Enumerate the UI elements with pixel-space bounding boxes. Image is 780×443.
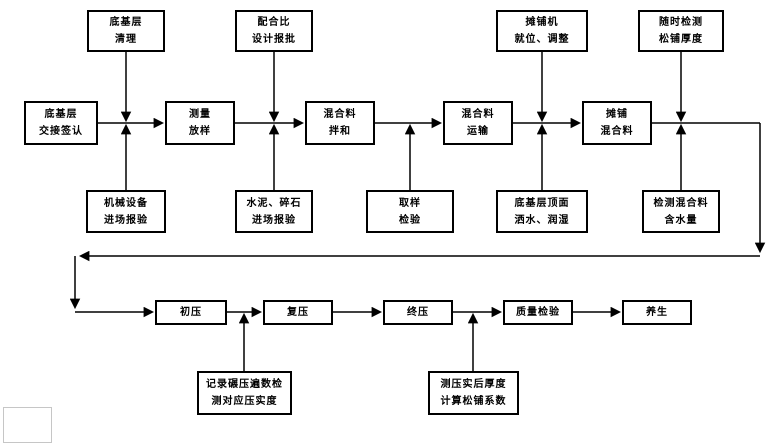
flow-node-survey-layout: 测量放样 [165, 101, 235, 145]
flow-node-quality-check: 质量检验 [503, 300, 573, 325]
flow-node-mixture-paving: 摊铺混合料 [582, 101, 652, 145]
flow-node-mixture-transport: 混合料运输 [443, 101, 513, 145]
flow-node-label: 就位、调整 [514, 34, 570, 45]
flow-node-final-rolling: 终压 [383, 300, 453, 325]
flow-node-label: 含水量 [664, 214, 698, 226]
flow-node-label: 交接签认 [39, 126, 83, 137]
flow-node-label: 检测混合料 [653, 197, 709, 209]
flow-node-label: 测量 [189, 109, 211, 120]
flow-node-label: 复压 [287, 307, 309, 318]
flow-node-mixture-mixing: 混合料拌和 [305, 101, 375, 145]
flow-node-label: 记录碾压遍数检 [206, 379, 283, 390]
flow-node-label: 拌和 [329, 126, 351, 137]
flow-node-label: 底基层顶面 [514, 197, 570, 209]
flow-node-thickness-measure: 测压实后厚度计算松铺系数 [428, 371, 519, 415]
flow-node-subbase-cleaning: 底基层清理 [87, 10, 165, 52]
flow-node-label: 清理 [115, 34, 137, 45]
flow-node-curing: 养生 [622, 300, 692, 325]
flow-node-label: 进场报验 [104, 214, 148, 226]
flow-node-second-rolling: 复压 [263, 300, 333, 325]
flow-node-label: 测对应压实度 [211, 396, 278, 407]
flow-node-subbase-handover: 底基层交接签认 [24, 101, 98, 145]
flow-node-label: 检验 [399, 214, 421, 226]
flow-node-label: 进场报验 [252, 214, 296, 226]
flow-node-label: 混合料 [461, 109, 495, 120]
flow-node-label: 取样 [399, 197, 421, 209]
flow-node-rolling-record: 记录碾压遍数检测对应压实度 [197, 371, 292, 415]
flow-node-label: 运输 [467, 126, 489, 137]
flow-node-label: 松铺厚度 [659, 34, 703, 45]
flow-node-paver-positioning: 摊铺机就位、调整 [496, 10, 588, 52]
flow-node-initial-rolling: 初压 [155, 300, 227, 325]
flow-node-sampling-test: 取样检验 [366, 190, 454, 233]
flow-node-surface-wetting: 底基层顶面洒水、润湿 [496, 190, 588, 233]
flow-node-label: 初压 [180, 307, 202, 318]
flow-node-label: 随时检测 [659, 17, 703, 28]
flow-node-label: 摊铺机 [525, 17, 559, 28]
flow-node-moisture-check: 检测混合料含水量 [642, 190, 720, 233]
flow-node-label: 摊铺 [606, 109, 628, 120]
flow-node-label: 底基层 [44, 109, 78, 120]
flow-node-label: 水泥、碎石 [246, 197, 302, 209]
flow-node-label: 质量检验 [516, 307, 560, 318]
connector-layer [69, 52, 766, 371]
flow-node-label: 混合料 [600, 126, 634, 137]
flow-node-label: 养生 [646, 307, 668, 318]
flow-node-equipment-inspection: 机械设备进场报验 [86, 190, 166, 233]
flow-node-mix-ratio-approval: 配合比设计报批 [235, 10, 313, 52]
flow-node-label: 底基层 [109, 17, 143, 28]
flow-node-label: 终压 [407, 307, 429, 318]
flow-node-label: 计算松铺系数 [440, 396, 507, 407]
flow-node-loose-thickness-check: 随时检测松铺厚度 [638, 10, 724, 52]
flow-node-label: 混合料 [323, 109, 357, 120]
flow-node-label: 配合比 [257, 17, 291, 28]
flow-node-material-inspection: 水泥、碎石进场报验 [235, 190, 313, 233]
flow-node-label: 洒水、润湿 [514, 214, 570, 226]
flowchart-canvas: 底基层清理配合比设计报批摊铺机就位、调整随时检测松铺厚度底基层交接签认测量放样混… [3, 10, 766, 443]
flow-node-label: 设计报批 [252, 34, 296, 45]
flow-node-label: 测压实后厚度 [440, 379, 507, 390]
flow-node-label: 机械设备 [104, 197, 148, 209]
flow-node-label: 放样 [189, 126, 211, 137]
